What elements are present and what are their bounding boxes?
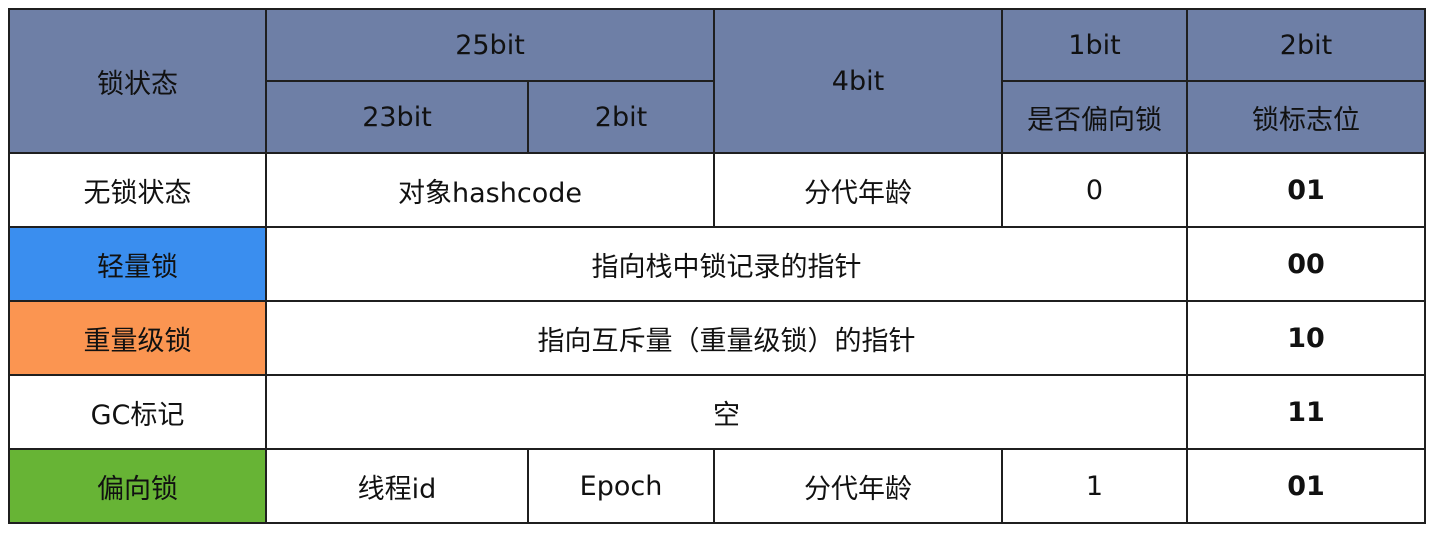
header-2bit-sub: 2bit	[527, 80, 715, 154]
cell-age: 分代年龄	[713, 448, 1003, 524]
cell-biased-bit: 0	[1001, 152, 1188, 228]
cell-age: 分代年龄	[713, 152, 1003, 228]
cell-lock-flag: 10	[1186, 300, 1426, 376]
row-lightweight: 轻量锁 指向栈中锁记录的指针 00	[8, 226, 1426, 302]
mark-word-table: 锁状态 25bit 4bit 1bit 2bit 23bit 2bit 是否偏向…	[8, 8, 1426, 524]
cell-lock-flag: 00	[1186, 226, 1426, 302]
cell-heavyweight-pointer: 指向互斥量（重量级锁）的指针	[265, 300, 1188, 376]
header-25bit: 25bit	[265, 8, 715, 82]
header-4bit: 4bit	[713, 8, 1003, 154]
state-gc: GC标记	[8, 374, 267, 450]
cell-biased-bit: 1	[1001, 448, 1188, 524]
cell-epoch: Epoch	[527, 448, 715, 524]
cell-gc-empty: 空	[265, 374, 1188, 450]
cell-lock-flag: 01	[1186, 152, 1426, 228]
header-row-1: 锁状态 25bit 4bit 1bit 2bit	[8, 8, 1426, 154]
row-heavyweight: 重量级锁 指向互斥量（重量级锁）的指针 10	[8, 300, 1426, 376]
cell-lock-flag: 01	[1186, 448, 1426, 524]
cell-lightweight-pointer: 指向栈中锁记录的指针	[265, 226, 1188, 302]
row-unlocked: 无锁状态 对象hashcode 分代年龄 0 01	[8, 152, 1426, 228]
header-biased-flag: 是否偏向锁	[1001, 80, 1188, 154]
header-lock-state: 锁状态	[8, 8, 267, 154]
cell-thread-id: 线程id	[265, 448, 529, 524]
header-row-2: 23bit 2bit 是否偏向锁 锁标志位	[9, 80, 1426, 154]
state-unlocked: 无锁状态	[8, 152, 267, 228]
cell-lock-flag: 11	[1186, 374, 1426, 450]
header-2bit: 2bit	[1186, 8, 1426, 82]
cell-hashcode: 对象hashcode	[265, 152, 715, 228]
state-lightweight: 轻量锁	[8, 226, 267, 302]
state-biased: 偏向锁	[8, 448, 267, 524]
row-biased: 偏向锁 线程id Epoch 分代年龄 1 01	[8, 448, 1426, 524]
header-1bit: 1bit	[1001, 8, 1188, 82]
header-23bit: 23bit	[265, 80, 529, 154]
header-lock-flag: 锁标志位	[1186, 80, 1426, 154]
row-gc: GC标记 空 11	[8, 374, 1426, 450]
state-heavyweight: 重量级锁	[8, 300, 267, 376]
